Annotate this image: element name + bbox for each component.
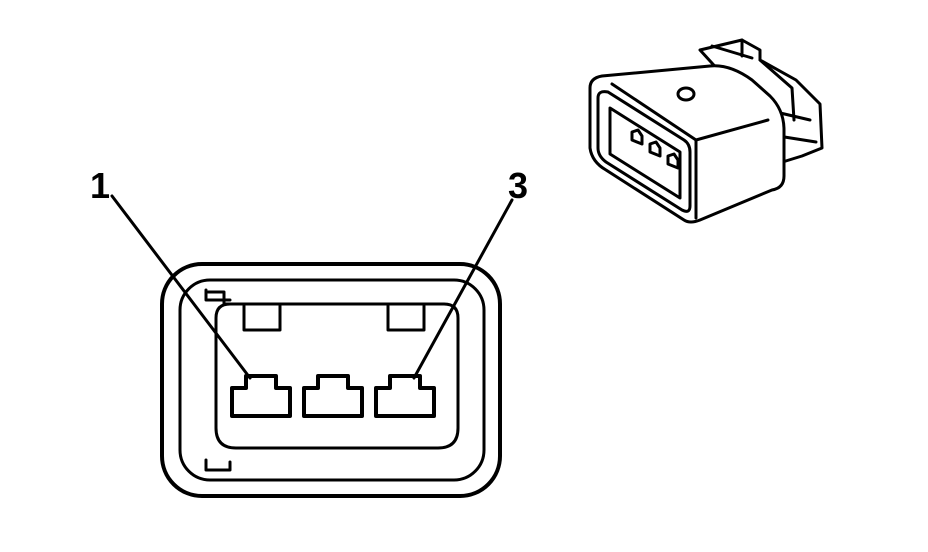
connector-outer-shell-inner-edge: [178, 278, 486, 482]
connector-face-view: 1 3: [90, 165, 528, 498]
connector-housing-crease: [610, 82, 770, 220]
connector-isometric-view: [588, 38, 824, 224]
connector-open-face-inner: [608, 106, 682, 200]
terminal-cavity-pin-1: [230, 374, 292, 418]
leader-line-pin-3: [412, 198, 514, 380]
pin-1-label: 1: [90, 165, 110, 206]
terminal-cavity-pin-3: [374, 374, 436, 418]
connector-cavity-bottom-rail: [204, 458, 232, 472]
connector-face-pin-1: [630, 128, 644, 146]
pin-3-label: 3: [508, 165, 528, 206]
connector-open-face: [596, 90, 692, 213]
connector-cavity-top-rail: [204, 288, 232, 302]
connector-top-hole: [676, 86, 696, 102]
connector-rear-body-ridge: [710, 38, 818, 144]
leader-line-pin-1: [110, 194, 252, 380]
connector-key-tab-right: [386, 304, 426, 332]
connector-key-tab-left: [242, 304, 282, 332]
connector-face-pin-3: [666, 152, 680, 170]
connector-outer-shell: [160, 262, 502, 498]
terminal-cavity-pin-2: [302, 374, 364, 418]
connector-face-pin-2: [648, 140, 662, 158]
